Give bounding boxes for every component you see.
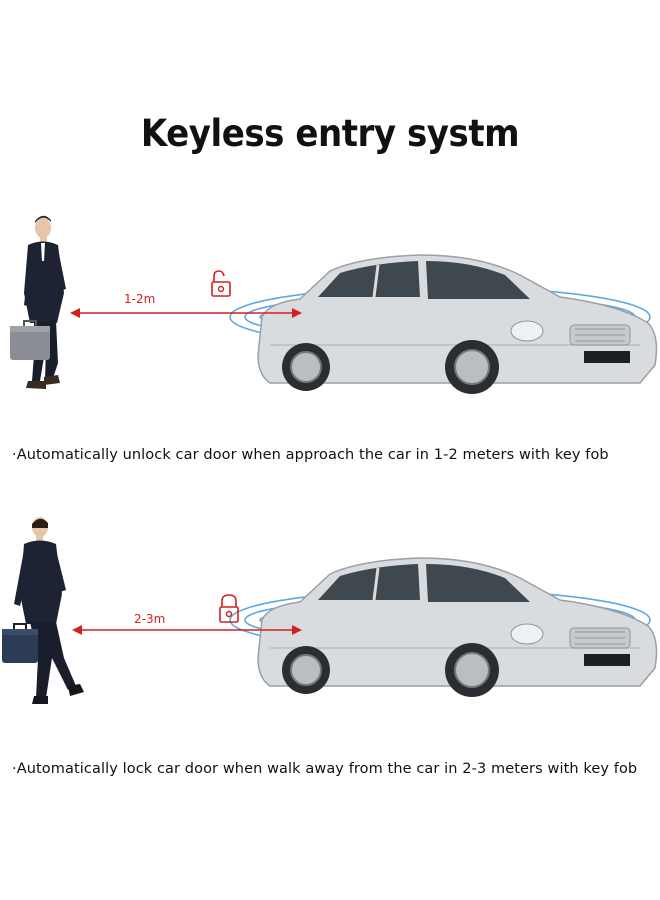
distance-label: 1-2m bbox=[124, 292, 156, 306]
businessman-approaching bbox=[24, 215, 66, 389]
lock-caption: ·Automatically lock car door when walk a… bbox=[12, 761, 638, 777]
distance-label: 2-3m bbox=[134, 612, 166, 626]
unlock-illustration bbox=[10, 215, 658, 394]
page-title: Keyless entry systm bbox=[140, 112, 520, 155]
lock-illustration bbox=[2, 517, 658, 704]
car bbox=[257, 557, 658, 697]
unlock-icon bbox=[211, 270, 231, 297]
lock-scene: 2-3m bbox=[0, 508, 660, 738]
briefcase-icon bbox=[2, 623, 38, 663]
unlock-caption: ·Automatically unlock car door when appr… bbox=[12, 447, 609, 463]
lock-icon bbox=[219, 594, 239, 623]
briefcase-icon bbox=[10, 320, 50, 360]
distance-arrow bbox=[70, 308, 302, 318]
businessman-walking-away bbox=[14, 517, 84, 704]
unlock-scene: 1-2m bbox=[0, 205, 660, 435]
car bbox=[257, 254, 658, 394]
distance-arrow bbox=[72, 625, 302, 635]
